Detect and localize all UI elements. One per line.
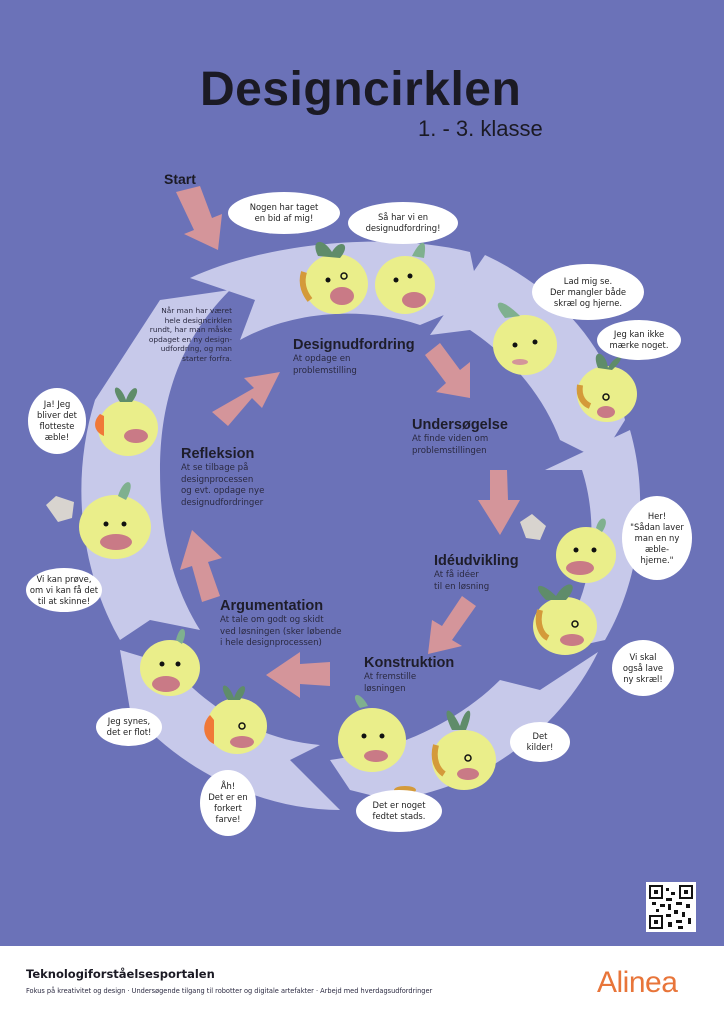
footer-tagline: Fokus på kreativitet og design · Undersø… <box>26 987 433 995</box>
footer-brand: Teknologiforståelsesportalen <box>26 967 215 981</box>
apple-bitten-right <box>533 584 597 655</box>
phase-undersoegelse: Undersøgelse At finde viden om problemst… <box>412 417 508 457</box>
speech-bubble: Ja! Jeg bliver det flotteste æble! <box>28 388 86 454</box>
apple-orange-patch-bottom <box>204 685 267 754</box>
arrow-to-refleksion <box>180 530 222 602</box>
apple-angry-top <box>375 242 435 314</box>
phase-description: At få idéer til en løsning <box>434 570 490 592</box>
phase-description: At opdage en problemstilling <box>293 354 357 376</box>
speech-bubble: Lad mig se. Der mangler både skræl og hj… <box>532 264 644 320</box>
phase-description: At tale om godt og skidt ved løsningen (… <box>220 615 342 648</box>
phase-designudfordring: Designudfordring At opdage en problemsti… <box>293 337 415 377</box>
apple-happy-bottom <box>140 628 200 696</box>
arrow-to-undersoegelse <box>425 343 470 398</box>
phase-title: Konstruktion <box>364 655 455 671</box>
speech-bubble: Vi kan prøve, om vi kan få det til at sk… <box>26 568 102 612</box>
phase-description: At se tilbage på designprocessen og evt.… <box>181 463 265 508</box>
poster-title: Designcirklen <box>200 63 522 116</box>
phase-title: Idéudvikling <box>434 553 519 569</box>
apple-smiling-right <box>556 518 616 583</box>
apple-shining <box>79 482 151 559</box>
apple-annoyed <box>338 694 406 772</box>
footer: Teknologiforståelsesportalen Fokus på kr… <box>0 946 724 1023</box>
apple-bitten <box>299 241 368 314</box>
arrow-to-argumentation <box>266 652 330 698</box>
arrow-to-ideudvikling <box>478 470 520 535</box>
start-arrow <box>176 186 222 250</box>
phase-title: Refleksion <box>181 446 255 462</box>
speech-bubble: Det kilder! <box>510 722 570 762</box>
speech-bubble: Åh! Det er en forkert farve! <box>200 770 256 836</box>
design-cycle-artwork <box>46 186 641 810</box>
speech-bubble: Her! "Sådan laver man en ny æble- hjerne… <box>622 496 692 580</box>
speech-bubble: Så har vi en designudfordring! <box>348 202 458 244</box>
alinea-logo[interactable]: Alinea <box>597 966 678 999</box>
speech-bubble: Vi skal også lave ny skræl! <box>612 640 674 696</box>
qr-code-icon <box>649 885 693 929</box>
arrow-to-designudfordring <box>212 372 280 426</box>
phase-description: At fremstille løsningen <box>364 672 417 694</box>
poster-subtitle: 1. - 3. klasse <box>418 116 543 141</box>
phase-description: At finde viden om problemstillingen <box>412 434 489 456</box>
phase-title: Designudfordring <box>293 337 415 353</box>
speech-bubble: Jeg synes, det er flot! <box>96 708 162 746</box>
arrow-to-konstruktion <box>428 596 476 654</box>
speech-bubble: Jeg kan ikke mærke noget. <box>597 320 681 360</box>
phase-ideudvikling: Idéudvikling At få idéer til en løsning <box>434 553 519 593</box>
restart-note: Når man har været hele designcirklen run… <box>148 306 232 363</box>
phase-konstruktion: Konstruktion At fremstille løsningen <box>364 655 454 695</box>
phase-title: Argumentation <box>220 598 324 614</box>
apple-characters <box>79 241 637 804</box>
poster: Designcirklen 1. - 3. klasse Start Desig… <box>0 0 724 946</box>
grey-material-right <box>520 514 546 540</box>
start-label: Start <box>164 171 196 187</box>
phase-refleksion: Refleksion At se tilbage på designproces… <box>181 446 264 509</box>
speech-bubble: Nogen har taget en bid af mig! <box>228 192 340 234</box>
phase-argumentation: Argumentation At tale om godt og skidt v… <box>220 598 342 650</box>
apple-tickled <box>431 710 496 790</box>
qr-code[interactable] <box>646 882 696 932</box>
speech-bubble: Det er noget fedtet stads. <box>356 790 442 832</box>
phase-title: Undersøgelse <box>412 417 508 433</box>
apple-orange-patch-left <box>95 387 158 456</box>
apple-scared <box>576 353 637 422</box>
apple-looking <box>493 302 557 375</box>
grey-material-left <box>46 496 74 522</box>
